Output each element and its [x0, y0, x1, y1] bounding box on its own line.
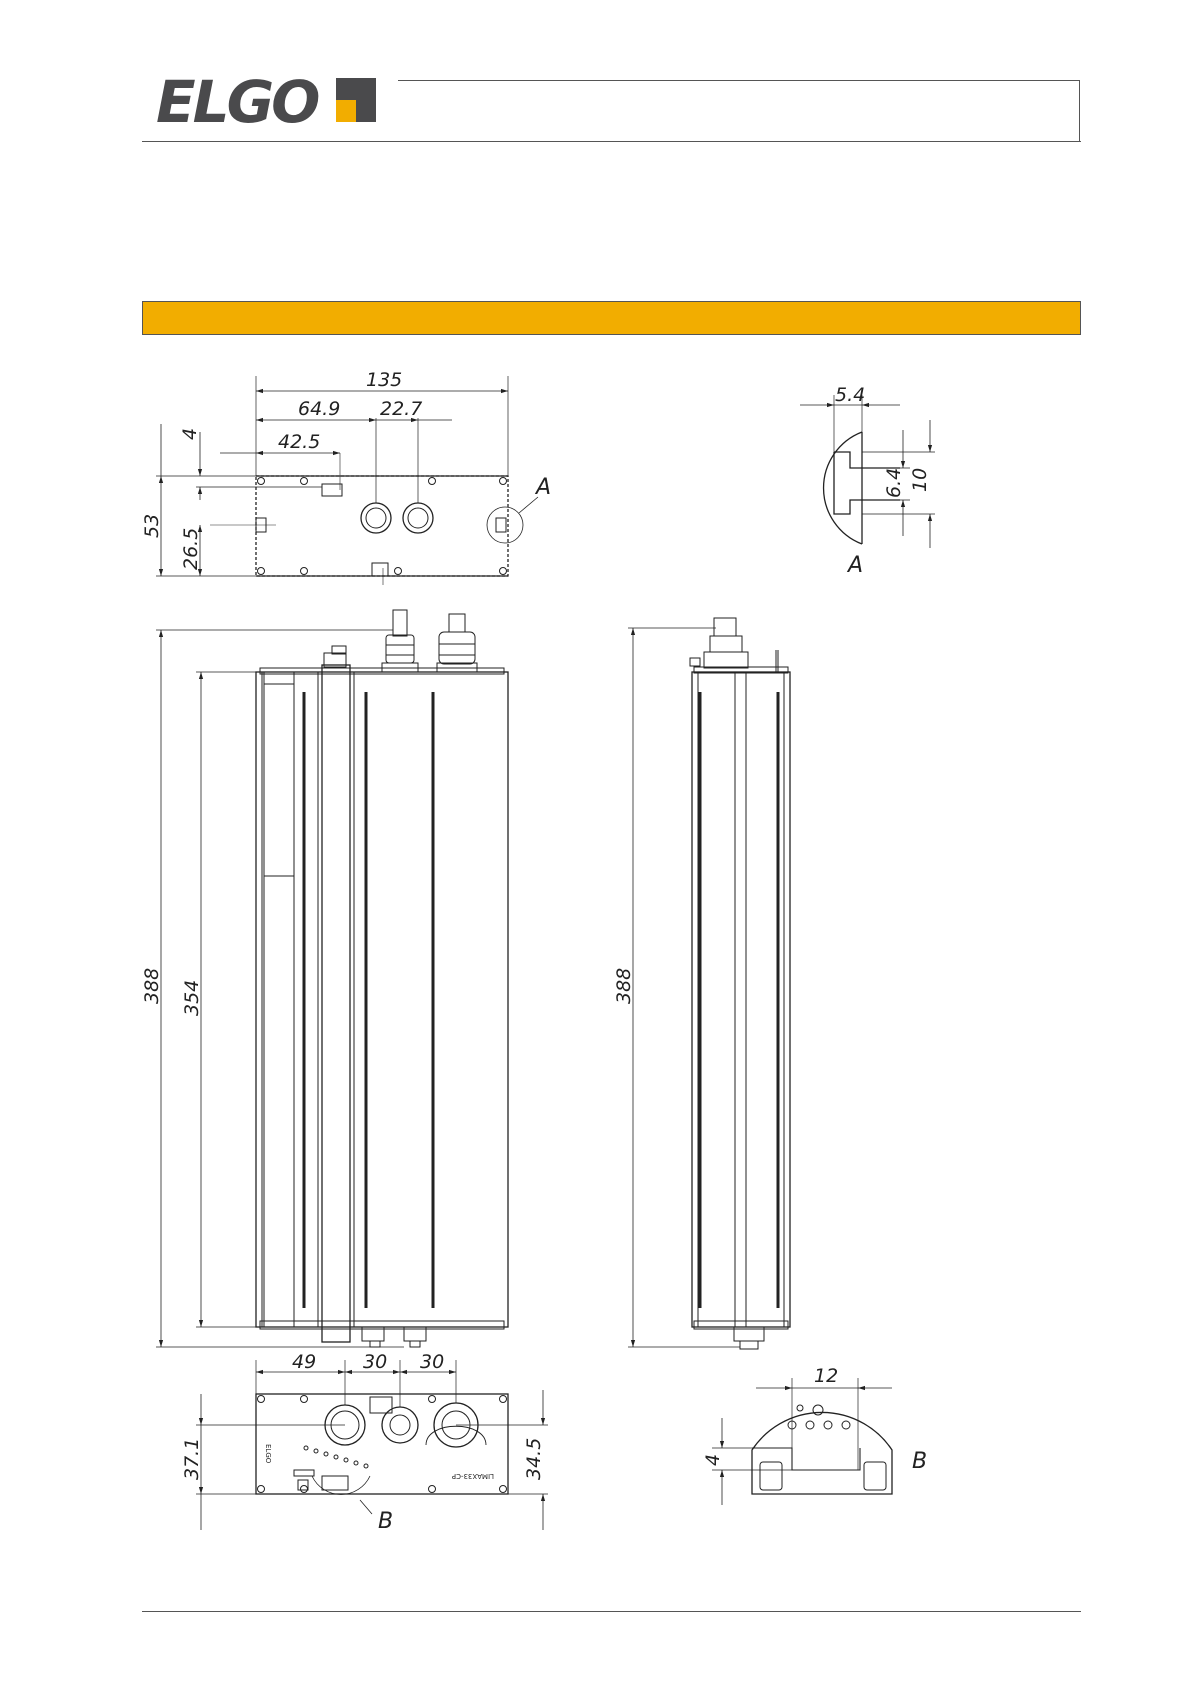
detail-b-callout: B	[378, 1509, 393, 1534]
front-view-label-area	[264, 684, 294, 876]
detail-a-outline	[824, 432, 862, 544]
front-view	[156, 610, 508, 1347]
dim-22-7: 22.7	[380, 398, 422, 420]
dim-388-side: 388	[613, 968, 635, 1004]
mounting-hole	[258, 568, 265, 575]
dim-6-4: 6.4	[883, 468, 905, 498]
dim-135: 135	[366, 369, 402, 391]
dim-53: 53	[141, 514, 163, 538]
detail-b-marker	[312, 1476, 370, 1494]
dim-4-top: 4	[179, 428, 201, 440]
detail-a-label: A	[846, 553, 863, 578]
detail-b	[712, 1378, 892, 1505]
dim-37-1: 37.1	[181, 1438, 203, 1480]
dim-30-a: 30	[363, 1351, 387, 1373]
dim-42-5: 42.5	[278, 431, 320, 453]
side-view-housing	[692, 672, 790, 1327]
housing-product-text: LIMAX33-CP	[452, 1472, 494, 1480]
dim-26-5: 26.5	[180, 528, 202, 570]
dim-388-front: 388	[141, 968, 163, 1004]
dim-49: 49	[292, 1351, 316, 1373]
detail-b-outline	[752, 1412, 892, 1494]
bottom-view	[196, 1360, 548, 1530]
dim-34-5: 34.5	[523, 1438, 545, 1480]
dim-64-9: 64.9	[298, 398, 340, 420]
detail-a-marker	[487, 507, 523, 543]
detail-a-callout: A	[534, 475, 551, 500]
top-view	[156, 376, 538, 585]
dim-5-4: 5.4	[835, 384, 865, 406]
dim-10: 10	[909, 468, 931, 492]
side-view	[628, 618, 790, 1349]
housing-brand-mark: ELGO	[264, 1444, 272, 1464]
connector-icon	[382, 1407, 418, 1443]
dim-30-b: 30	[420, 1351, 444, 1373]
dim-12: 12	[814, 1365, 838, 1387]
mounting-hole	[500, 568, 507, 575]
detail-b-label: B	[912, 1449, 927, 1474]
mounting-hole	[500, 478, 507, 485]
dim-4-detail-b: 4	[702, 1454, 724, 1466]
dim-354: 354	[181, 980, 203, 1016]
mounting-hole	[258, 478, 265, 485]
